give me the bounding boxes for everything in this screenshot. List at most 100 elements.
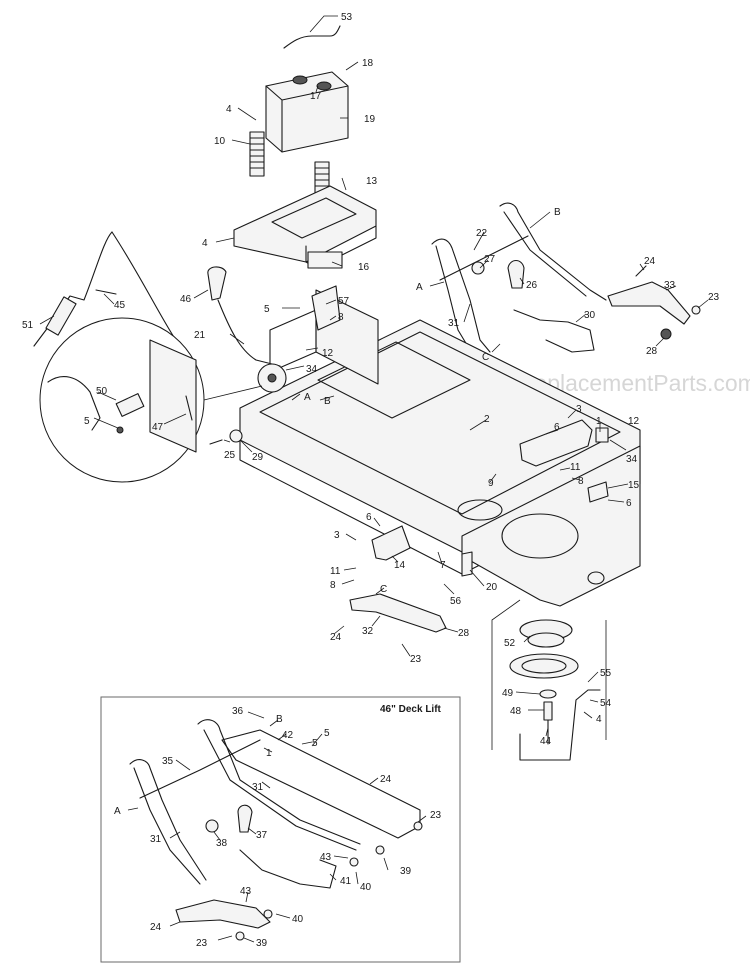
inset-nut-39 bbox=[375, 845, 385, 855]
left-components bbox=[33, 231, 341, 445]
inset-link-43 bbox=[175, 899, 271, 929]
callout-c2: 2 bbox=[484, 414, 490, 425]
pulley-large-inner bbox=[521, 658, 567, 674]
battery-tray bbox=[233, 185, 377, 263]
callout-c45: 45 bbox=[114, 300, 126, 311]
pedal-assembly bbox=[431, 202, 701, 353]
callout-c40a: 40 bbox=[360, 882, 372, 893]
callout-c24b: 24 bbox=[330, 632, 342, 643]
switch-12 bbox=[595, 427, 609, 443]
inset-link-41 bbox=[239, 849, 337, 889]
callout-c46: 46 bbox=[180, 294, 192, 305]
callout-c27: 27 bbox=[484, 254, 496, 265]
detail-rod bbox=[47, 376, 101, 431]
frame-hole bbox=[587, 571, 605, 585]
callout-cA2: A bbox=[304, 392, 311, 403]
bracket-57 bbox=[311, 285, 341, 331]
pulley-stack bbox=[491, 599, 607, 761]
callout-c3b: 3 bbox=[334, 530, 340, 541]
frame-hole bbox=[501, 513, 579, 559]
callout-c23a: 23 bbox=[708, 292, 720, 303]
callout-c4a: 4 bbox=[226, 104, 232, 115]
callout-c6c: 6 bbox=[366, 512, 372, 523]
callout-c55: 55 bbox=[600, 668, 612, 679]
bracket-55 bbox=[519, 689, 601, 761]
inset-pedal-right bbox=[203, 729, 357, 851]
detail-leader bbox=[203, 385, 263, 401]
callout-c53: 53 bbox=[341, 12, 353, 23]
inset-nut-39b bbox=[235, 931, 245, 941]
callout-c4b: 4 bbox=[202, 238, 208, 249]
callout-c5b: 5 bbox=[84, 416, 90, 427]
callout-c8a: B bbox=[554, 207, 561, 218]
bracket-15 bbox=[587, 481, 609, 503]
callout-c36: 36 bbox=[232, 706, 244, 717]
callout-c43b: 43 bbox=[240, 886, 252, 897]
inset-bolt-23 bbox=[413, 821, 423, 831]
callout-c23b: 23 bbox=[410, 654, 422, 665]
spacer-48 bbox=[543, 701, 553, 721]
callout-c51: 51 bbox=[22, 320, 34, 331]
callout-c7: 7 bbox=[440, 560, 446, 571]
rod-21 bbox=[217, 299, 281, 367]
brake-pedal bbox=[499, 202, 607, 301]
inset-handle-37 bbox=[237, 804, 253, 833]
bracket-1 bbox=[519, 419, 593, 467]
callout-c34b: 34 bbox=[626, 454, 638, 465]
callout-c39a: 39 bbox=[400, 866, 412, 877]
callout-c48: 48 bbox=[510, 706, 522, 717]
callout-c44: 44 bbox=[540, 736, 552, 747]
detail-bushing-50 bbox=[115, 393, 145, 417]
callout-c21: 21 bbox=[194, 330, 206, 341]
brake-pedal bbox=[503, 211, 587, 297]
middle-components bbox=[349, 419, 609, 633]
inset-bolt-40 bbox=[349, 857, 359, 867]
callout-cB2: B bbox=[324, 396, 331, 407]
inset-pedal-left bbox=[129, 759, 207, 881]
callout-c12b: 12 bbox=[628, 416, 640, 427]
pulley-guide bbox=[491, 599, 607, 750]
callout-c20: 20 bbox=[486, 582, 498, 593]
callout-c18: 18 bbox=[362, 58, 374, 69]
callout-c1b: 1 bbox=[266, 748, 272, 759]
callout-c35: 35 bbox=[162, 756, 174, 767]
frame-upright-edge bbox=[269, 309, 317, 373]
callout-c17: 17 bbox=[310, 91, 322, 102]
callout-c13: 13 bbox=[366, 176, 378, 187]
nut-29 bbox=[229, 429, 243, 443]
callout-c31a: 31 bbox=[448, 318, 460, 329]
callout-c6b: 6 bbox=[626, 498, 632, 509]
callout-c24c: 24 bbox=[380, 774, 392, 785]
cable-51 bbox=[33, 231, 113, 347]
callout-c30: 30 bbox=[584, 310, 596, 321]
pedal-arm bbox=[431, 238, 491, 353]
inset-bolt-40b bbox=[263, 909, 273, 919]
callout-c52: 52 bbox=[504, 638, 516, 649]
callout-c10: 10 bbox=[214, 136, 226, 147]
spring-upper bbox=[249, 131, 265, 177]
pulley-hub bbox=[267, 373, 277, 383]
pedal-rod-22 bbox=[439, 235, 529, 281]
callout-c11a: 11 bbox=[570, 462, 581, 473]
callout-c33: 33 bbox=[664, 280, 676, 291]
callout-c3a: 3 bbox=[576, 404, 582, 415]
callout-c31c: 31 bbox=[150, 834, 162, 845]
callout-c24a: 24 bbox=[644, 256, 656, 267]
frame-hole bbox=[457, 499, 503, 521]
callout-c8d: 8 bbox=[330, 580, 336, 591]
bolt-25 bbox=[209, 439, 223, 445]
callout-c15: 15 bbox=[628, 480, 640, 491]
callout-c38: 38 bbox=[216, 838, 228, 849]
battery-terminal bbox=[316, 81, 332, 91]
callout-c5c: 5 bbox=[312, 738, 318, 749]
callout-cC1: C bbox=[482, 352, 489, 363]
callout-c29: 29 bbox=[252, 452, 264, 463]
callout-cA3: A bbox=[114, 806, 121, 817]
callout-c24d: 24 bbox=[150, 922, 162, 933]
callout-c22: 22 bbox=[476, 228, 488, 239]
callout-c23c: 23 bbox=[430, 810, 442, 821]
pedal-arm bbox=[435, 245, 471, 351]
callout-c26: 26 bbox=[526, 280, 538, 291]
callout-c1a: 1 bbox=[596, 416, 602, 427]
